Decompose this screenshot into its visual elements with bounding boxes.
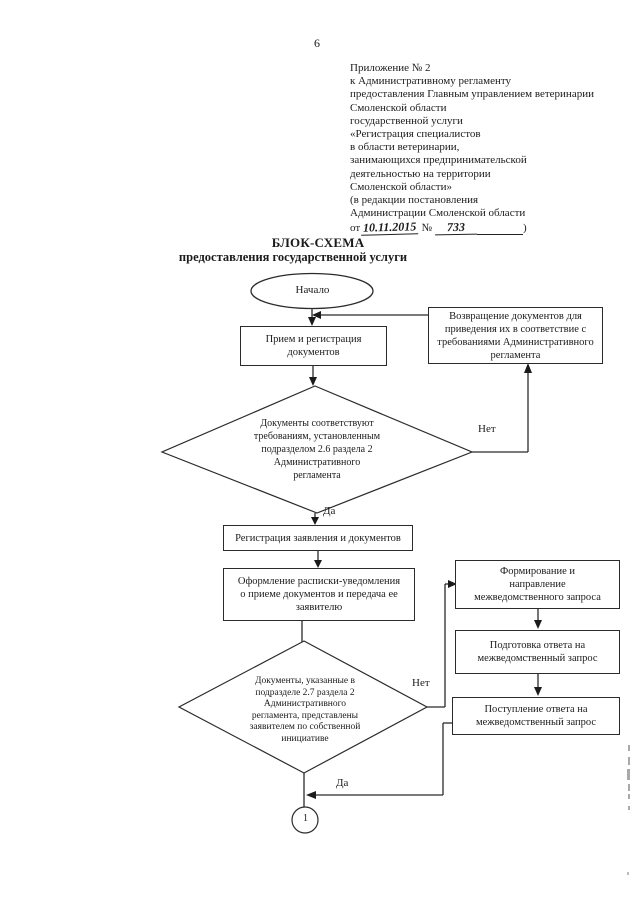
appendix-header-line: в области ветеринарии, (350, 141, 460, 154)
page-subtitle: предоставления государственной услуги (178, 250, 408, 264)
signature-underline-blank (477, 223, 524, 236)
appendix-header-line: деятельностью на территории (350, 167, 491, 180)
decision2-yes-label: Да (336, 777, 349, 789)
start-ellipse-shape (250, 272, 374, 310)
appendix-header-line: Смоленской области» (350, 180, 452, 193)
signature-number-sign: № (421, 221, 433, 234)
appendix-header-line: к Административному регламенту (350, 75, 512, 88)
scan-artifact-dash (627, 769, 630, 780)
scan-artifact-dash (628, 794, 630, 799)
decision2-shape (177, 640, 429, 774)
appendix-header-line: (в редакции постановления (350, 194, 479, 207)
appendix-header-line: «Регистрация специалистов (350, 128, 481, 141)
connector-circle-label: 1 (303, 813, 308, 824)
decision1-shape (160, 385, 474, 514)
flow-box-register-application-label: Регистрация заявления и документов (235, 532, 401, 544)
appendix-header-line: предоставления Главным управлением ветер… (350, 88, 594, 101)
appendix-header-line: Приложение № 2 (350, 62, 431, 74)
appendix-header: Приложение № 2 к Административному регла… (350, 62, 594, 236)
page-number: 6 (314, 36, 320, 50)
start-node-label: Начало (295, 284, 330, 296)
appendix-header-line: занимающихся предпринимательской (350, 154, 527, 167)
signature-prefix: от (350, 221, 361, 234)
decision1-yes-label: Да (323, 505, 336, 517)
flow-box-register-application: Регистрация заявления и документов (223, 525, 413, 551)
appendix-header-line: Смоленской области (350, 101, 447, 114)
scan-artifact-dash (628, 757, 630, 765)
scan-artifact-dash (628, 745, 630, 751)
appendix-header-line: государственной услуги (350, 114, 463, 127)
scan-artifact-dot (627, 872, 629, 875)
arrowheads (306, 311, 542, 799)
decision1-no-label: Нет (478, 423, 496, 435)
connector-circle-shape (291, 806, 319, 834)
decision2-no-label: Нет (412, 677, 430, 689)
signature-paren: ) (523, 221, 527, 234)
scan-artifact-dash (628, 806, 630, 810)
scan-artifact-dash (628, 784, 630, 791)
connector-lines (301, 309, 539, 807)
page-title: БЛОК-СХЕМА (271, 235, 365, 250)
appendix-header-line: Администрации Смоленской области (350, 207, 526, 220)
